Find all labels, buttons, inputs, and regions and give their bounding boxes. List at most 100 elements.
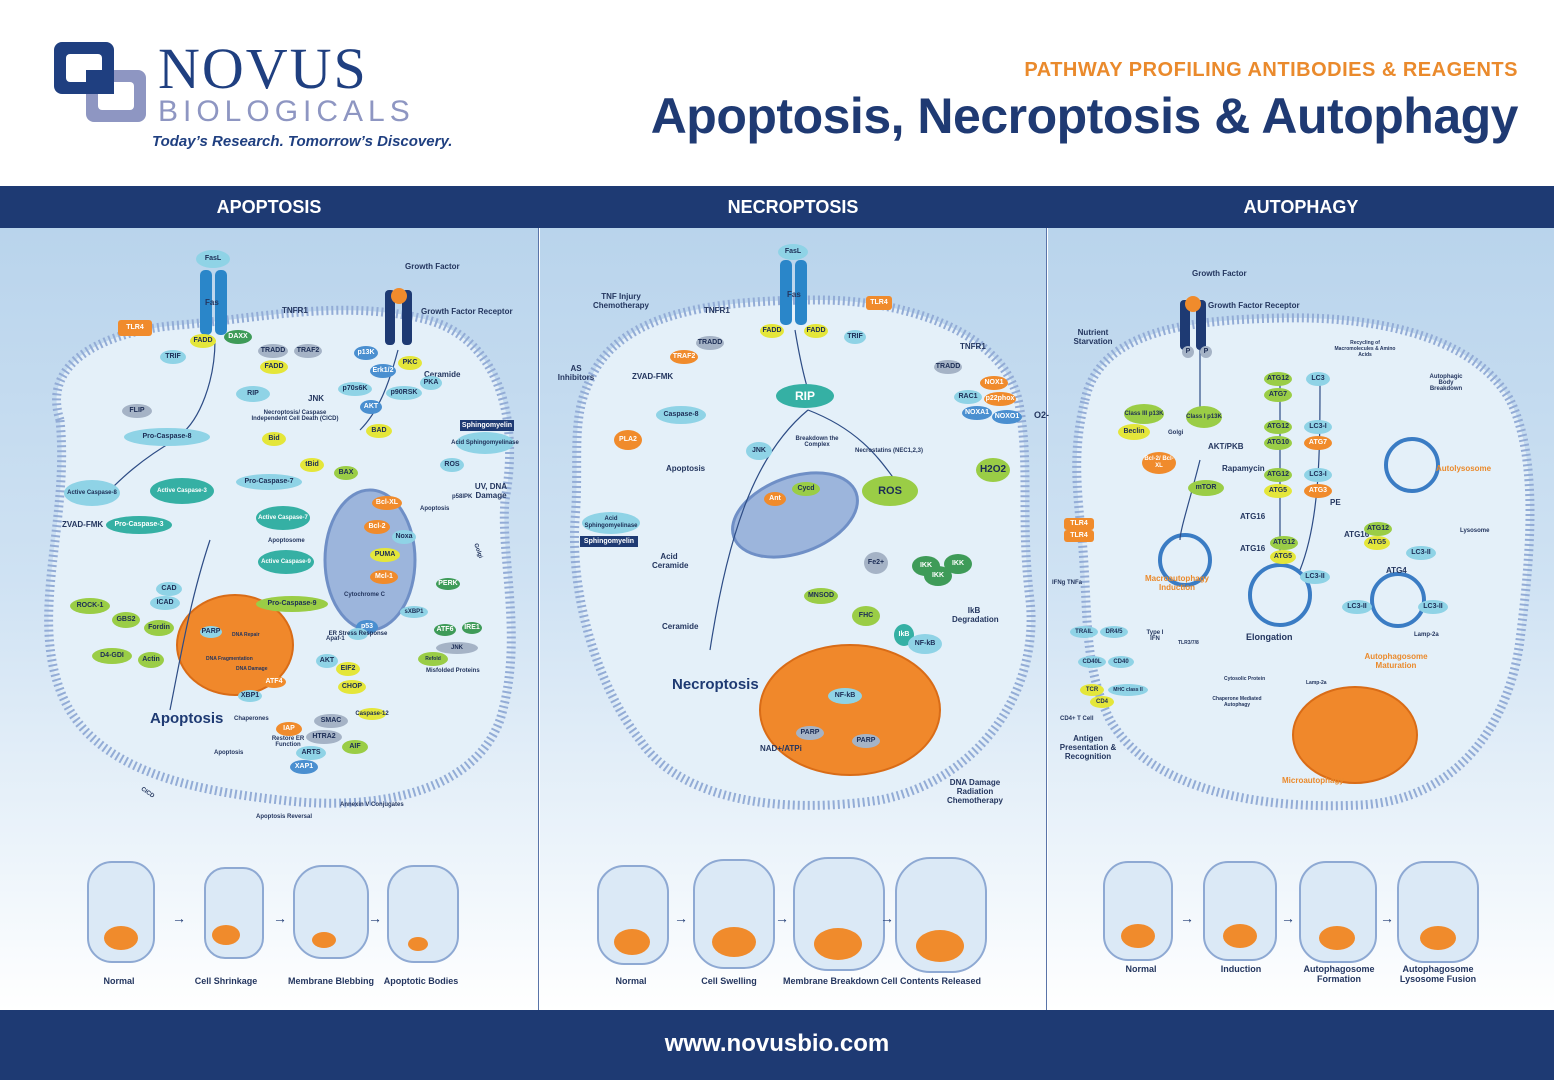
bax-node: BAX: [334, 466, 358, 480]
necroptosis-cicd-label: Necroptosis/ Caspase Independent Cell De…: [251, 410, 339, 422]
aif-node: AIF: [342, 740, 368, 754]
uv-dna-damage-label: UV, DNA Damage: [474, 482, 508, 500]
nf-kb-nuclear-node: NF-kB: [828, 688, 862, 704]
logo-wordmark: NOVUS: [158, 36, 368, 101]
dna-fragmentation-label: DNA Fragmentation: [206, 656, 253, 662]
pka-node: PKA: [420, 376, 442, 390]
d4-gdi-node: D4-GDI: [92, 648, 132, 664]
cd40l-node: CD40L: [1078, 656, 1106, 668]
apoptosis-label: Apoptosis: [666, 464, 706, 473]
autophagic-body-breakdown-label: Autophagic Body Breakdown: [1429, 374, 1463, 392]
growth-factor-label: Growth Factor: [1192, 269, 1247, 278]
active-caspase-7-node: Active Caspase-7: [256, 506, 310, 530]
footer: www.novusbio.com: [0, 1010, 1554, 1080]
fas-label: Fas: [205, 298, 219, 307]
svg-text:→: →: [368, 910, 382, 926]
bcl-xl-node: Bcl-XL: [372, 496, 402, 510]
atg16-label: ATG16: [1240, 512, 1266, 521]
svg-text:→: →: [1180, 910, 1194, 926]
class-i-p13k-node: Class I p13K: [1186, 406, 1222, 428]
panel-divider: [538, 228, 539, 1010]
jnk-node: ER Stress Response: [329, 628, 387, 640]
apoptosis-label: Apoptosis Reversal: [256, 814, 313, 820]
fadd-node: FADD: [804, 324, 828, 338]
macroautophagy-induction-label: Macroautophagy Induction: [1144, 574, 1209, 592]
dna-repair-label: DNA Repair: [232, 632, 260, 638]
atf6-cleaved-node: Refold: [418, 652, 448, 666]
header: NOVUS BIOLOGICALS Today’s Research. Tomo…: [0, 0, 1554, 186]
fe2-node: Fe2+: [864, 552, 888, 574]
atf4-node: ATF4: [262, 676, 286, 688]
svg-text:→: →: [775, 910, 789, 926]
atg12-node: ATG12: [1264, 420, 1292, 434]
atg16-label: ATG16: [1344, 530, 1370, 539]
p58ipk-node: sXBP1: [400, 606, 428, 618]
lc3-node: LC3: [1306, 372, 1330, 386]
svg-text:→: →: [273, 910, 287, 926]
jnk-node: JNK: [746, 442, 772, 460]
pro-caspase-7-node: Pro-Caspase-7: [236, 474, 302, 490]
tlr4-node: TLR4: [866, 296, 892, 310]
ifng-tnfa-label: IFNg TNFa: [1052, 580, 1082, 586]
parp-node: PARP: [852, 734, 880, 748]
lamp-2a-label: Lamp-2a: [1414, 632, 1439, 638]
active-caspase-8-node: Active Caspase-8: [64, 480, 120, 506]
ikk-node: IKK: [924, 566, 952, 586]
autolysosome-label: Autolysosome: [1436, 464, 1492, 473]
lc3-ii-node: LC3-II: [1342, 600, 1372, 614]
section-header-band: APOPTOSIS NECROPTOSIS AUTOPHAGY: [0, 186, 1554, 228]
tradd-node: TRADD: [258, 344, 288, 358]
atf6-node: ATF6: [434, 624, 456, 636]
trif-node: TRIF: [844, 330, 866, 344]
pro-caspase-9-node: Pro-Caspase-9: [256, 596, 328, 612]
gbs2-node: GBS2: [112, 612, 140, 628]
puma-node: PUMA: [370, 548, 400, 562]
lysosome-label: Lysosome: [1460, 528, 1490, 534]
recycling-macromolecules-label: Recycling of Macromolecules & Amino Acid…: [1334, 340, 1396, 358]
atg4-label: ATG4: [1386, 566, 1407, 575]
active-caspase-3-node: Active Caspase-3: [150, 478, 214, 504]
chaperone-mediated-autophagy-label: Chaperone Mediated Autophagy: [1212, 696, 1262, 708]
acid-sphingomyelinase-node: Acid Sphingomyelinase: [451, 432, 519, 454]
antigen-presentation-label: Antigen Presentation & Recognition: [1059, 734, 1117, 761]
apoptosis-reversal-label: Annexin V Conjugates: [340, 802, 404, 808]
elongation-label: Elongation: [1246, 632, 1293, 642]
acid-ceramide-label: Acid Ceramide: [652, 552, 689, 570]
section-title-apoptosis: APOPTOSIS: [216, 197, 322, 217]
footer-url-link[interactable]: www.novusbio.com: [664, 1030, 890, 1057]
cd4-node: CD4: [1090, 696, 1114, 708]
golgi-label: Golgi: [1168, 430, 1184, 436]
stage-normal-label: Normal: [615, 976, 647, 986]
tcr-node: TCR: [1080, 684, 1104, 696]
atg12-node: ATG12: [1264, 468, 1292, 482]
h2o2-node: H2O2: [976, 458, 1010, 482]
mtor-node: mTOR: [1188, 480, 1224, 496]
dr45-node: DR4/5: [1100, 626, 1128, 638]
pla2-node: PLA2: [614, 430, 642, 450]
fasl-node: FasL: [778, 244, 808, 260]
zvad-fmk-label: ZVAD-FMK: [632, 372, 674, 381]
svg-text:→: →: [674, 910, 688, 926]
fasl-node: FasL: [196, 250, 230, 268]
panel-divider: [1046, 228, 1047, 1010]
class-iii-p13k-node: Class III p13K: [1124, 404, 1164, 424]
stage-normal-label: Normal: [103, 976, 135, 986]
tnfr1-label: TNFR1: [282, 306, 308, 315]
fadd-node: FADD: [260, 360, 288, 374]
svg-text:→: →: [1281, 910, 1295, 926]
active-caspase-9-node: Active Caspase-9: [258, 550, 314, 574]
icad-node: ICAD: [150, 596, 180, 610]
tlr378-label: TLR3/7/8: [1178, 640, 1199, 646]
bcl-2-bcl-xl-node: Bcl-2/ Bcl-XL: [1142, 452, 1176, 474]
atg5-node: ATG5: [1264, 484, 1292, 498]
section-title-necroptosis: NECROPTOSIS: [727, 197, 859, 217]
caspase-12-node: JNK: [436, 642, 478, 654]
nox1-node: NOX1: [980, 376, 1008, 390]
beclin-node: Beclin: [1118, 424, 1150, 440]
type-i-ifn-label: Type I IFN: [1146, 630, 1164, 642]
lc3-ii-node: LC3-II: [1406, 546, 1436, 560]
o2-label: O2-: [1034, 410, 1050, 420]
atg12-node: ATG12: [1364, 522, 1392, 536]
mhc-class-ii-node: MHC class II: [1108, 684, 1148, 696]
acid-sphingomyelinase-node: Acid Sphingomyelinase: [582, 512, 640, 534]
